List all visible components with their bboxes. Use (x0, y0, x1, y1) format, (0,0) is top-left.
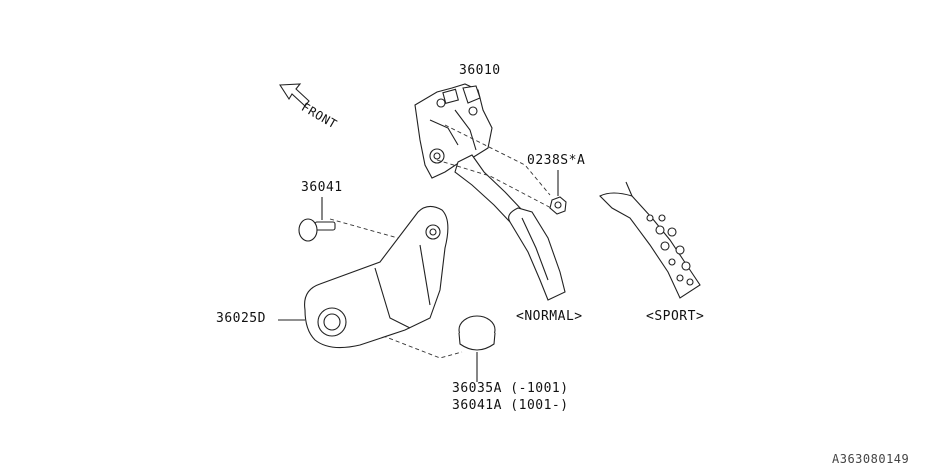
label-stopper-a: 36035A (-1001) (452, 381, 569, 396)
label-bolt: 0238S*A (527, 153, 586, 168)
clip-part (298, 218, 336, 242)
stopper-bracket-part (304, 205, 449, 349)
bolt-part (549, 196, 567, 215)
label-pedal-assembly: 36010 (459, 63, 501, 78)
label-clip: 36041 (301, 180, 343, 195)
front-arrow-icon (279, 83, 310, 107)
label-normal: <NORMAL> (516, 309, 583, 324)
label-stopper-bracket: 36025D (216, 311, 266, 326)
stopper-part (458, 315, 496, 351)
label-stopper-b: 36041A (1001-) (452, 398, 569, 413)
accelerator-pedal-assembly (414, 83, 566, 301)
sport-pedal-part (599, 181, 701, 299)
label-sport: <SPORT> (646, 309, 705, 324)
figure-code: A363080149 (832, 452, 910, 466)
